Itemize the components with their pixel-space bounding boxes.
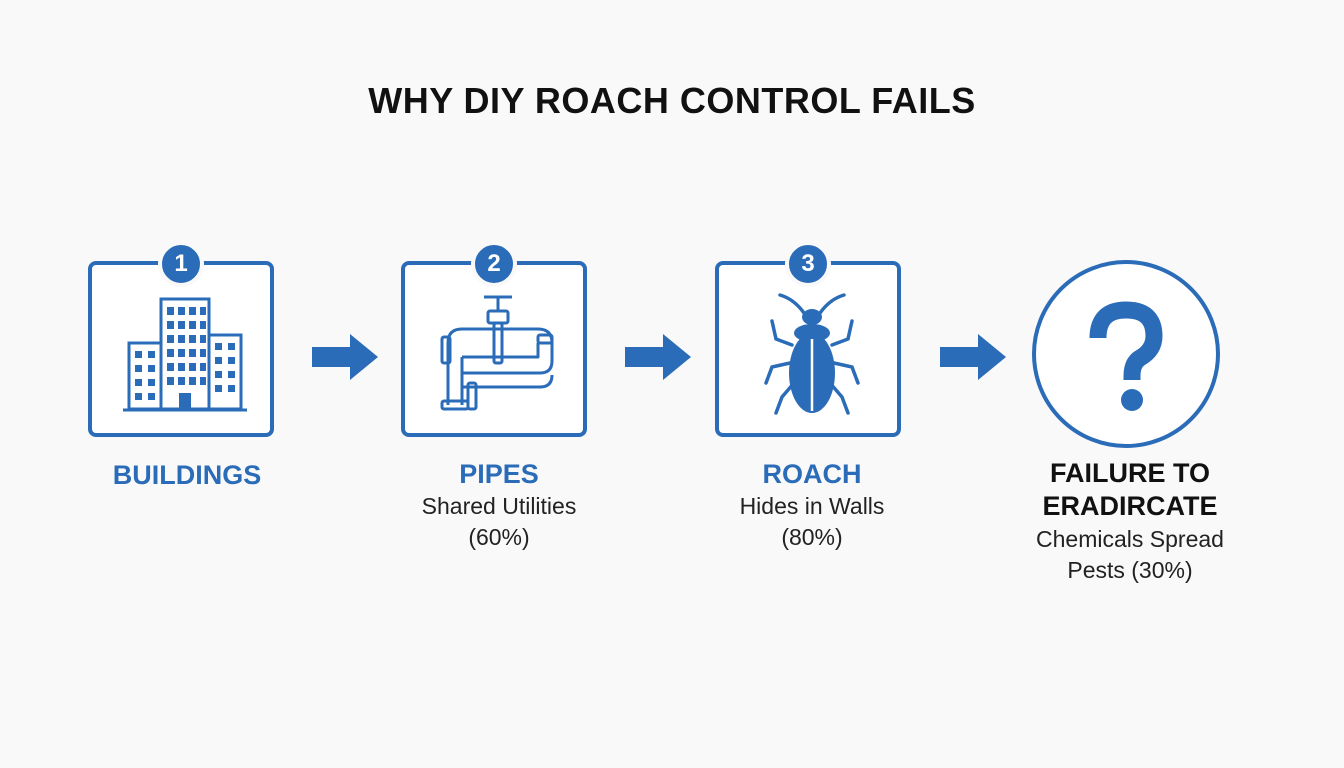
step-2-badge: 2 — [471, 241, 517, 287]
step-2-box: 2 — [401, 241, 587, 437]
arrow-right-icon — [625, 334, 691, 380]
outcome-circle — [1032, 260, 1220, 448]
pipe-icon — [440, 295, 554, 411]
step-1-label: BUILDINGS — [112, 460, 262, 490]
step-3-box: 3 — [715, 241, 901, 437]
step-1-badge: 1 — [158, 241, 204, 287]
roach-icon — [764, 293, 860, 415]
diagram-title: WHY DIY ROACH CONTROL FAILS — [368, 80, 976, 121]
question-mark-icon — [1089, 301, 1163, 411]
outcome-label: FAILURE TO ERADIRCATE — [1042, 458, 1218, 521]
step-2-label: PIPES — [459, 459, 539, 489]
arrow-right-icon — [940, 334, 1006, 380]
step-3-label: ROACH — [762, 459, 862, 489]
step-1-box: 1 — [88, 241, 274, 437]
step-3-description: Hides in Walls (80%) — [739, 493, 885, 550]
step-3-badge: 3 — [785, 241, 831, 287]
building-icon — [123, 297, 247, 412]
outcome-description: Chemicals Spread Pests (30%) — [1036, 526, 1224, 583]
arrow-right-icon — [312, 334, 378, 380]
step-2-description: Shared Utilities (60%) — [421, 493, 577, 550]
